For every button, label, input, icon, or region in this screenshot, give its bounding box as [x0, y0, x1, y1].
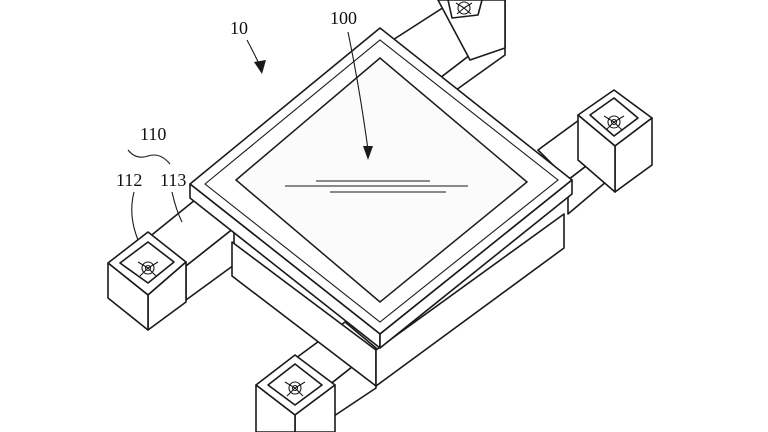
fan-icon	[284, 381, 306, 397]
fan-module-right	[577, 89, 653, 193]
fan-module-back-right	[437, 0, 506, 61]
ref-label-panel: 100	[330, 8, 357, 28]
arrow-icon	[254, 60, 266, 74]
ref-label-fan: 112	[116, 170, 142, 190]
fan-module-left	[107, 231, 187, 331]
ref-label-device: 10	[230, 18, 248, 38]
arrow-icon	[363, 146, 373, 160]
leader-lines	[127, 31, 373, 241]
fan-icon	[455, 1, 473, 15]
display-panel	[234, 57, 529, 303]
fan-icon	[137, 261, 159, 277]
ref-label-arm: 113	[160, 170, 186, 190]
fan-icon	[603, 115, 625, 131]
fan-module-front	[255, 354, 336, 432]
ref-label-arm-group: 110	[140, 124, 166, 144]
